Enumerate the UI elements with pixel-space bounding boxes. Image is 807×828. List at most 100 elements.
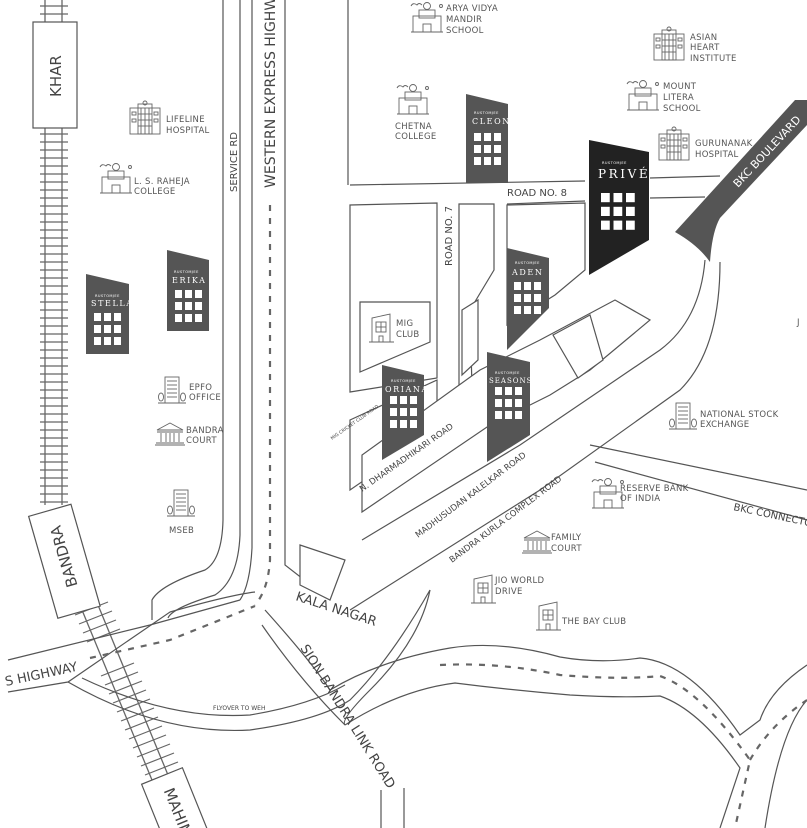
road-label-highway: S HIGHWAY — [4, 660, 79, 690]
landmark-ls-raheja[interactable]: L. S. RAHEJA COLLEGE — [99, 163, 190, 198]
svg-text:JIO WORLD: JIO WORLD — [494, 576, 545, 586]
landmark-jio-world[interactable]: JIO WORLD DRIVE — [470, 574, 545, 604]
svg-text:STELLA: STELLA — [91, 299, 134, 308]
svg-text:RUSTOMJEE: RUSTOMJEE — [95, 294, 120, 298]
svg-text:HOSPITAL: HOSPITAL — [695, 150, 739, 160]
svg-text:MIG: MIG — [396, 319, 413, 329]
landmark-nse[interactable]: NATIONAL STOCK EXCHANGE — [668, 402, 779, 430]
svg-text:EPFO: EPFO — [189, 383, 212, 393]
road-label-bkc-connector: BKC CONNECTOR — [732, 502, 807, 531]
svg-text:OFFICE: OFFICE — [189, 393, 221, 403]
landmark-rbi[interactable]: RESERVE BANK OF INDIA — [591, 478, 689, 509]
svg-text:MANDIR: MANDIR — [446, 15, 482, 25]
svg-text:COLLEGE: COLLEGE — [395, 132, 437, 142]
svg-text:CLUB: CLUB — [396, 330, 420, 340]
stock-exchange-icon — [668, 402, 698, 430]
svg-text:HEART: HEART — [690, 43, 720, 53]
road-label-service-rd: SERVICE RD — [229, 132, 240, 192]
office-building-icon — [166, 489, 196, 517]
svg-text:RUSTOMJEE: RUSTOMJEE — [515, 261, 540, 265]
svg-text:ASIAN: ASIAN — [690, 33, 717, 43]
svg-text:RUSTOMJEE: RUSTOMJEE — [495, 371, 520, 375]
landmark-bay-club[interactable]: THE BAY CLUB — [535, 601, 626, 631]
svg-text:L. S. RAHEJA: L. S. RAHEJA — [134, 177, 190, 187]
hospital-icon — [129, 100, 161, 135]
school-icon — [626, 80, 660, 111]
svg-text:RUSTOMJEE: RUSTOMJEE — [602, 161, 627, 165]
svg-text:ARYA VIDYA: ARYA VIDYA — [446, 4, 498, 14]
svg-text:ORIANA: ORIANA — [385, 385, 429, 394]
road-label-bkc-road: BANDRA KURLA COMPLEX ROAD — [448, 474, 565, 565]
svg-text:BKC BOULEVARD: BKC BOULEVARD — [731, 113, 804, 190]
edge-fragment: J — [796, 318, 800, 328]
svg-text:FAMILY: FAMILY — [551, 533, 582, 543]
svg-text:BANDRA: BANDRA — [186, 426, 224, 436]
court-icon — [154, 422, 186, 446]
svg-text:ADEN: ADEN — [511, 268, 543, 277]
landmark-mount-litera[interactable]: MOUNT LITERA SCHOOL — [626, 80, 701, 115]
svg-text:GURUNANAK: GURUNANAK — [695, 139, 753, 149]
landmark-family-court[interactable]: FAMILY COURT — [521, 530, 582, 554]
road-label-kala-nagar: KALA NAGAR — [294, 590, 379, 630]
road-label-flyover: FLYOVER TO WEH — [213, 705, 265, 712]
project-prive[interactable]: RUSTOMJEE PRIVÉ — [589, 140, 650, 275]
project-seasons[interactable]: RUSTOMJEE SEASONS — [487, 352, 532, 462]
project-aden[interactable]: RUSTOMJEE ADEN — [507, 248, 549, 350]
landmark-chetna[interactable]: CHETNA COLLEGE — [395, 84, 437, 143]
western-express-highway — [151, 0, 349, 620]
hospital-icon — [653, 26, 685, 61]
hospital-icon — [658, 126, 690, 161]
svg-text:KHAR: KHAR — [47, 55, 65, 97]
college-icon — [99, 163, 133, 194]
svg-text:RUSTOMJEE: RUSTOMJEE — [391, 379, 416, 383]
project-stella[interactable]: RUSTOMJEE STELLA — [86, 274, 134, 354]
svg-text:RESERVE BANK: RESERVE BANK — [620, 484, 689, 494]
svg-text:RUSTOMJEE: RUSTOMJEE — [174, 270, 199, 274]
sion-bandra-link-road — [261, 589, 807, 828]
station-mahim[interactable]: MAHIM — [140, 766, 210, 828]
svg-text:RUSTOMJEE: RUSTOMJEE — [474, 111, 499, 115]
svg-text:COLLEGE: COLLEGE — [134, 187, 176, 197]
landmark-mig-club[interactable]: MIG CLUB — [368, 313, 420, 343]
svg-text:EXCHANGE: EXCHANGE — [700, 420, 749, 430]
highway-left — [7, 589, 431, 732]
landmark-arya-vidya[interactable]: ARYA VIDYA MANDIR SCHOOL — [410, 2, 498, 37]
road-label-road-no-8: ROAD NO. 8 — [507, 188, 567, 199]
bkc-roads — [349, 259, 807, 611]
svg-text:OF INDIA: OF INDIA — [620, 494, 660, 504]
station-khar[interactable]: KHAR — [32, 21, 78, 129]
court-icon — [521, 530, 553, 554]
svg-text:CLEON: CLEON — [472, 117, 511, 126]
project-oriana[interactable]: RUSTOMJEE ORIANA — [382, 365, 429, 460]
svg-text:SEASONS: SEASONS — [489, 377, 532, 385]
club-icon — [535, 601, 562, 631]
mall-icon — [470, 574, 497, 604]
svg-text:CHETNA: CHETNA — [395, 122, 432, 132]
svg-text:LITERA: LITERA — [663, 93, 694, 103]
svg-text:LIFELINE: LIFELINE — [166, 115, 205, 125]
svg-text:HOSPITAL: HOSPITAL — [166, 126, 210, 136]
svg-text:THE BAY CLUB: THE BAY CLUB — [561, 617, 626, 627]
landmark-epfo[interactable]: EPFO OFFICE — [157, 376, 221, 404]
svg-text:COURT: COURT — [186, 436, 217, 446]
landmark-mseb[interactable]: MSEB — [166, 489, 196, 536]
svg-text:INSTITUTE: INSTITUTE — [690, 54, 737, 64]
road-label-western-express-highway: WESTERN EXPRESS HIGHWAY — [263, 0, 279, 188]
road-label-road-no-7: ROAD NO. 7 — [444, 206, 455, 266]
landmark-lifeline[interactable]: LIFELINE HOSPITAL — [129, 100, 210, 136]
college-icon — [396, 84, 430, 115]
svg-text:SCHOOL: SCHOOL — [663, 104, 701, 114]
landmark-gurunanak[interactable]: GURUNANAK HOSPITAL — [658, 126, 753, 161]
svg-text:PRIVÉ: PRIVÉ — [598, 166, 650, 181]
svg-text:SCHOOL: SCHOOL — [446, 26, 484, 36]
station-bandra[interactable]: BANDRA — [27, 503, 101, 620]
project-erika[interactable]: RUSTOMJEE ERIKA — [167, 250, 209, 331]
landmark-asian-heart[interactable]: ASIAN HEART INSTITUTE — [653, 26, 737, 64]
svg-text:ERIKA: ERIKA — [172, 276, 206, 285]
office-icon — [157, 376, 187, 404]
project-cleon[interactable]: RUSTOMJEE CLEON — [466, 94, 511, 183]
landmark-bandra-court[interactable]: BANDRA COURT — [154, 422, 224, 446]
bkc-boulevard[interactable]: BKC BOULEVARD — [675, 100, 807, 262]
svg-text:DRIVE: DRIVE — [495, 587, 523, 597]
